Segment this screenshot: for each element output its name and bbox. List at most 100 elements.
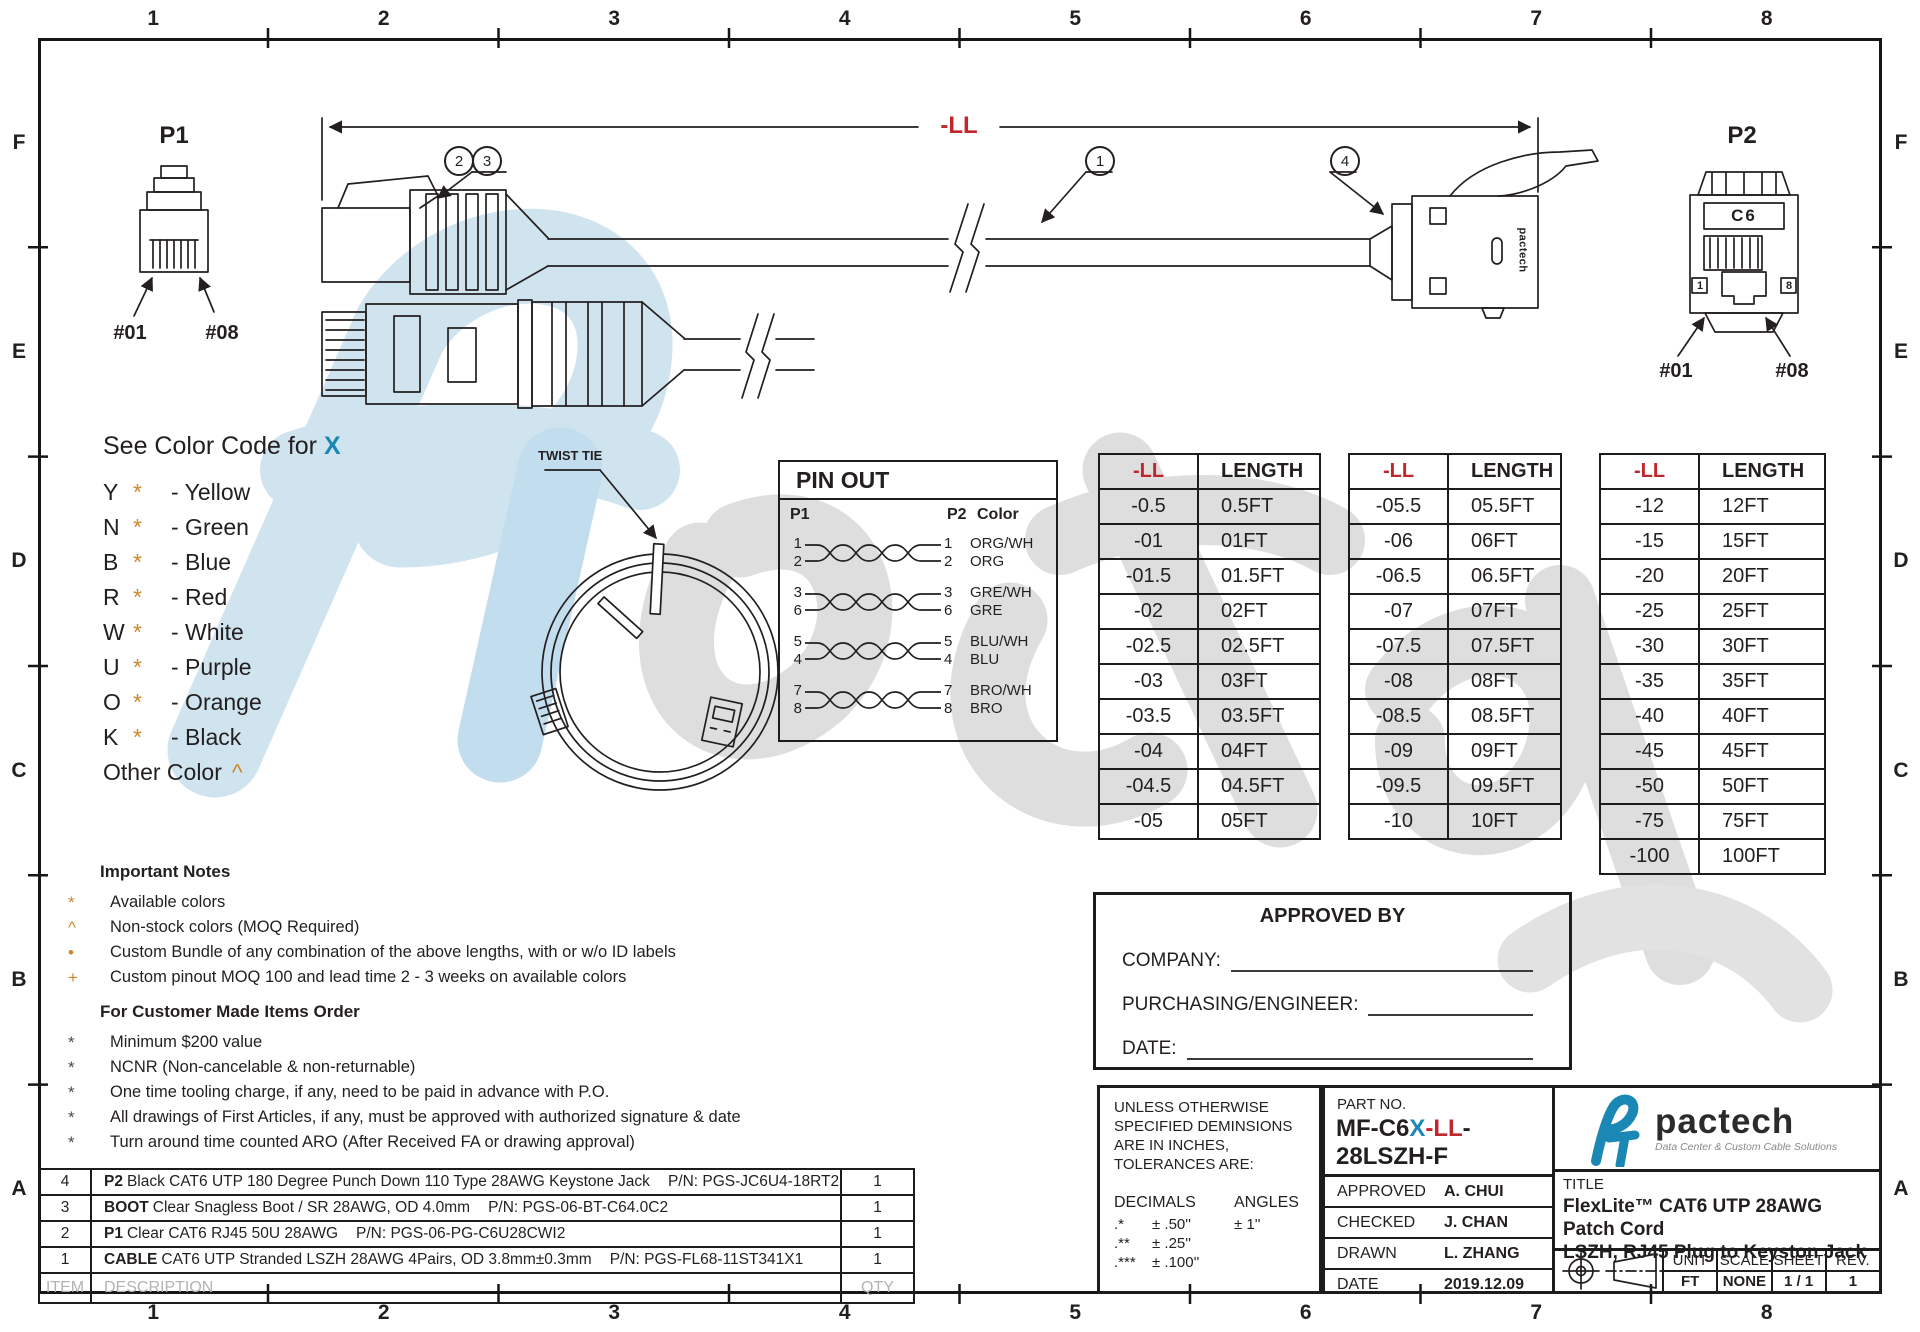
note-mark: *	[68, 1057, 75, 1077]
p1-pin01-label: #01	[113, 322, 147, 344]
important-notes-title: Important Notes	[100, 862, 231, 881]
company-signature-line	[1230, 950, 1533, 972]
color-code-item: K * - Black	[103, 724, 242, 750]
note-mark: +	[68, 967, 78, 987]
twisted-pair-icon	[805, 543, 941, 562]
company-row: COMPANY:	[1122, 950, 1533, 972]
grid-col-label: 4	[838, 1301, 851, 1324]
color-code-item: Y * - Yellow	[103, 479, 251, 505]
approved-by-box: APPROVED BY COMPANY: PURCHASING/ENGINEER…	[1093, 892, 1572, 1070]
note-mark: •	[68, 942, 74, 962]
pactech-logo-glyph	[1591, 1094, 1640, 1167]
note-item: * Available colors	[58, 890, 858, 915]
drawing-title-line2: LSZH, RJ45 Plug to Keyston Jack	[1563, 1242, 1867, 1263]
grid-row-label: F	[1894, 130, 1908, 154]
p1-pin08-label: #08	[205, 322, 239, 344]
note-mark: *	[68, 892, 75, 912]
tolerance-row: .***± .100''	[1114, 1254, 1200, 1271]
plug-top-view-drawing	[321, 299, 815, 409]
p2-label: P2	[1727, 122, 1757, 149]
available-mark: *	[133, 654, 142, 680]
grid-row-label: A	[1893, 1177, 1909, 1201]
available-mark: *	[133, 689, 142, 715]
customer-note-item: * Turn around time counted ARO (After Re…	[58, 1130, 858, 1155]
approved-row: APPROVED A. CHUI	[1325, 1177, 1552, 1208]
grid-col-label: 6	[1299, 1301, 1312, 1324]
logo-name: pactech	[1655, 1101, 1795, 1141]
available-mark: *	[133, 584, 142, 610]
callout-2: 2	[444, 146, 474, 176]
color-code-item: W * - White	[103, 619, 244, 645]
color-code-other: Other Color ^	[103, 759, 243, 785]
border-ticks	[28, 28, 1892, 1304]
callout-1: 1	[1085, 146, 1115, 176]
sheet-info-headers: UNIT SCALE SHEET REV.	[1664, 1251, 1879, 1272]
grid-row-label: A	[11, 1177, 27, 1201]
p2-pin08-label: #08	[1775, 360, 1809, 382]
callout-4: 4	[1330, 146, 1360, 176]
grid-col-label: 5	[1069, 7, 1082, 30]
note-item: + Custom pinout MOQ 100 and lead time 2 …	[58, 965, 858, 990]
logo-box: pactech Data Center & Custom Cable Solut…	[1552, 1085, 1882, 1172]
grid-col-label: 2	[377, 1301, 390, 1324]
note-item: ^ Non-stock colors (MOQ Required)	[58, 915, 858, 940]
available-mark: *	[133, 479, 142, 505]
customer-note-item: * NCNR (Non-cancelable & non-returnable)	[58, 1055, 858, 1080]
twisted-pair-icon	[805, 641, 941, 660]
twist-tie-label: TWIST TIE	[538, 448, 603, 463]
grid-col-label: 7	[1530, 7, 1543, 30]
logo-tagline: Data Center & Custom Cable Solutions	[1655, 1140, 1838, 1153]
customer-order-title: For Customer Made Items Order	[100, 1002, 360, 1021]
grid-row-label: B	[11, 967, 27, 991]
twisted-pair-icon	[805, 592, 941, 611]
p1-plug-front-drawing	[133, 165, 215, 317]
grid-row-label: F	[12, 130, 26, 154]
projection-symbol-cell	[1555, 1251, 1664, 1291]
available-mark: *	[133, 619, 142, 645]
length-table-header: -LL LENGTH	[1599, 453, 1826, 490]
available-mark: *	[133, 549, 142, 575]
twisted-pair-icon	[805, 690, 941, 709]
sheet-info-strip: UNIT SCALE SHEET REV. FT NONE 1 / 1 1	[1552, 1248, 1882, 1294]
keystone-pin1-marking: 1	[1696, 280, 1704, 292]
grid-row-label: E	[11, 339, 26, 363]
customer-note-item: * All drawings of First Articles, if any…	[58, 1105, 858, 1130]
grid-col-label: 6	[1299, 7, 1312, 30]
grid-col-label: 5	[1069, 1301, 1082, 1324]
plug-side-view-drawing	[321, 175, 1371, 295]
signature-rows: APPROVED A. CHUI CHECKED J. CHAN DRAWN L…	[1322, 1174, 1555, 1294]
grid-row-label: B	[1893, 967, 1909, 991]
title-box: TITLE FlexLite™ CAT6 UTP 28AWG Patch Cor…	[1552, 1169, 1882, 1263]
grid-col-label: 8	[1760, 1301, 1773, 1324]
date-row: DATE:	[1122, 1038, 1533, 1060]
p2-pin01-label: #01	[1659, 360, 1693, 382]
callout-leaders	[436, 171, 1385, 224]
grid-row-label: C	[1893, 758, 1909, 782]
notes-block: Important Notes * Available colors ^ Non…	[58, 862, 858, 1155]
color-code-block: See Color Code for X Y * - Yellow N * - …	[103, 432, 341, 790]
part-number-box: PART NO. MF-C6X-LL-28LSZH-F	[1322, 1085, 1555, 1177]
sheet-info-values: FT NONE 1 / 1 1	[1664, 1272, 1879, 1291]
